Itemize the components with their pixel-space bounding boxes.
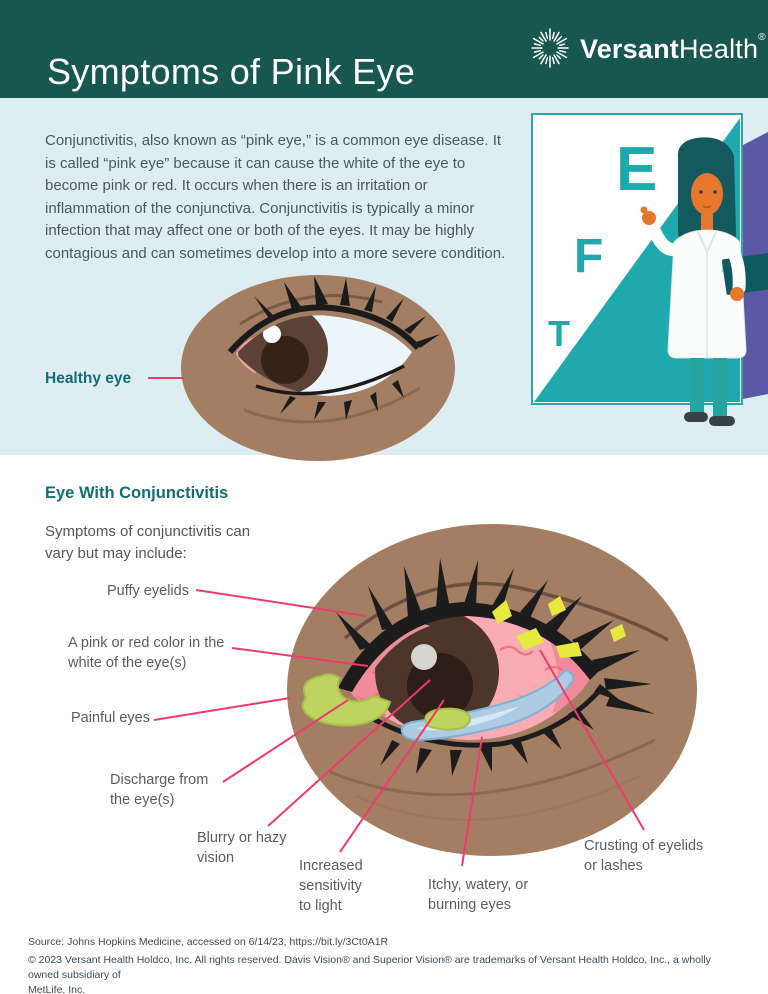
symptom-label-light-sensitivity: Increased sensitivity to light xyxy=(299,858,363,914)
header-band: Symptoms of Pink Eye Vers xyxy=(0,0,768,98)
doctor-shoe xyxy=(709,416,735,426)
brand-versant: Versant xyxy=(580,33,679,64)
symptom-label-pink-or-red-color: A pink or red color in the white of the … xyxy=(68,635,225,671)
healthy-lashes xyxy=(254,276,440,420)
chart-letter-e: E xyxy=(616,135,657,204)
symptom-label-painful-eyes: Painful eyes xyxy=(71,710,150,726)
healthy-pupil xyxy=(261,336,309,384)
chart-letter-f: F xyxy=(574,230,603,283)
healthy-eye-illustration xyxy=(181,275,455,461)
healthy-lower-lash-line xyxy=(255,364,405,396)
brand-health: Health xyxy=(678,33,759,64)
section-heading: Eye With Conjunctivitis xyxy=(45,484,229,502)
symptom-label-crusting: Crusting of eyelids or lashes xyxy=(584,838,704,874)
symptom-label-puffy-eyelids: Puffy eyelids xyxy=(107,583,189,599)
doctor-hand xyxy=(642,211,656,225)
conjunctivitis-eye-illustration xyxy=(153,524,697,867)
symptom-callout-lines xyxy=(153,589,645,867)
conj-crusting xyxy=(492,596,626,658)
conj-upper-lash-line xyxy=(338,602,600,692)
doctor-figure xyxy=(640,137,768,426)
registered-mark: ® xyxy=(758,31,766,43)
conj-upper-lashes xyxy=(336,558,655,714)
doctor-face xyxy=(691,173,723,215)
doctor-pointing-arm xyxy=(645,219,691,257)
intro-paragraph: Conjunctivitis, also known as “pink eye,… xyxy=(45,132,506,262)
healthy-upper-lash-line xyxy=(227,304,421,354)
conj-discharge-lower xyxy=(424,707,471,731)
starburst-logo-icon xyxy=(531,28,569,68)
symptoms-lead-text: Symptoms of conjunctivitis can vary but … xyxy=(45,523,251,562)
doctor-eye-chart-illustration: E F T xyxy=(531,113,768,426)
page-title: Symptoms of Pink Eye xyxy=(47,51,416,93)
brand-wordmark: VersantHealth® xyxy=(580,32,766,65)
healthy-eye-highlight xyxy=(263,325,281,343)
doctor-shoe xyxy=(684,412,708,422)
chart-letter-t: T xyxy=(548,313,570,354)
doctor-leg xyxy=(690,358,704,414)
conj-eye-highlight xyxy=(411,644,437,670)
doctor-leg xyxy=(713,358,727,418)
symptom-label-blurry-vision: Blurry or hazy vision xyxy=(197,830,287,866)
footer-copyright: © 2023 Versant Health Holdco, Inc. All r… xyxy=(28,954,711,994)
healthy-eye-label: Healthy eye xyxy=(45,370,132,387)
footer-source: Source: Johns Hopkins Medicine, accessed… xyxy=(28,936,389,948)
healthy-eye-callout-line xyxy=(148,377,184,379)
brand-logo: VersantHealth® xyxy=(528,26,766,70)
symptom-label-itchy-watery: Itchy, watery, or burning eyes xyxy=(428,877,529,913)
symptom-label-discharge: Discharge from the eye(s) xyxy=(110,772,209,808)
conj-lower-lashes xyxy=(380,684,622,776)
